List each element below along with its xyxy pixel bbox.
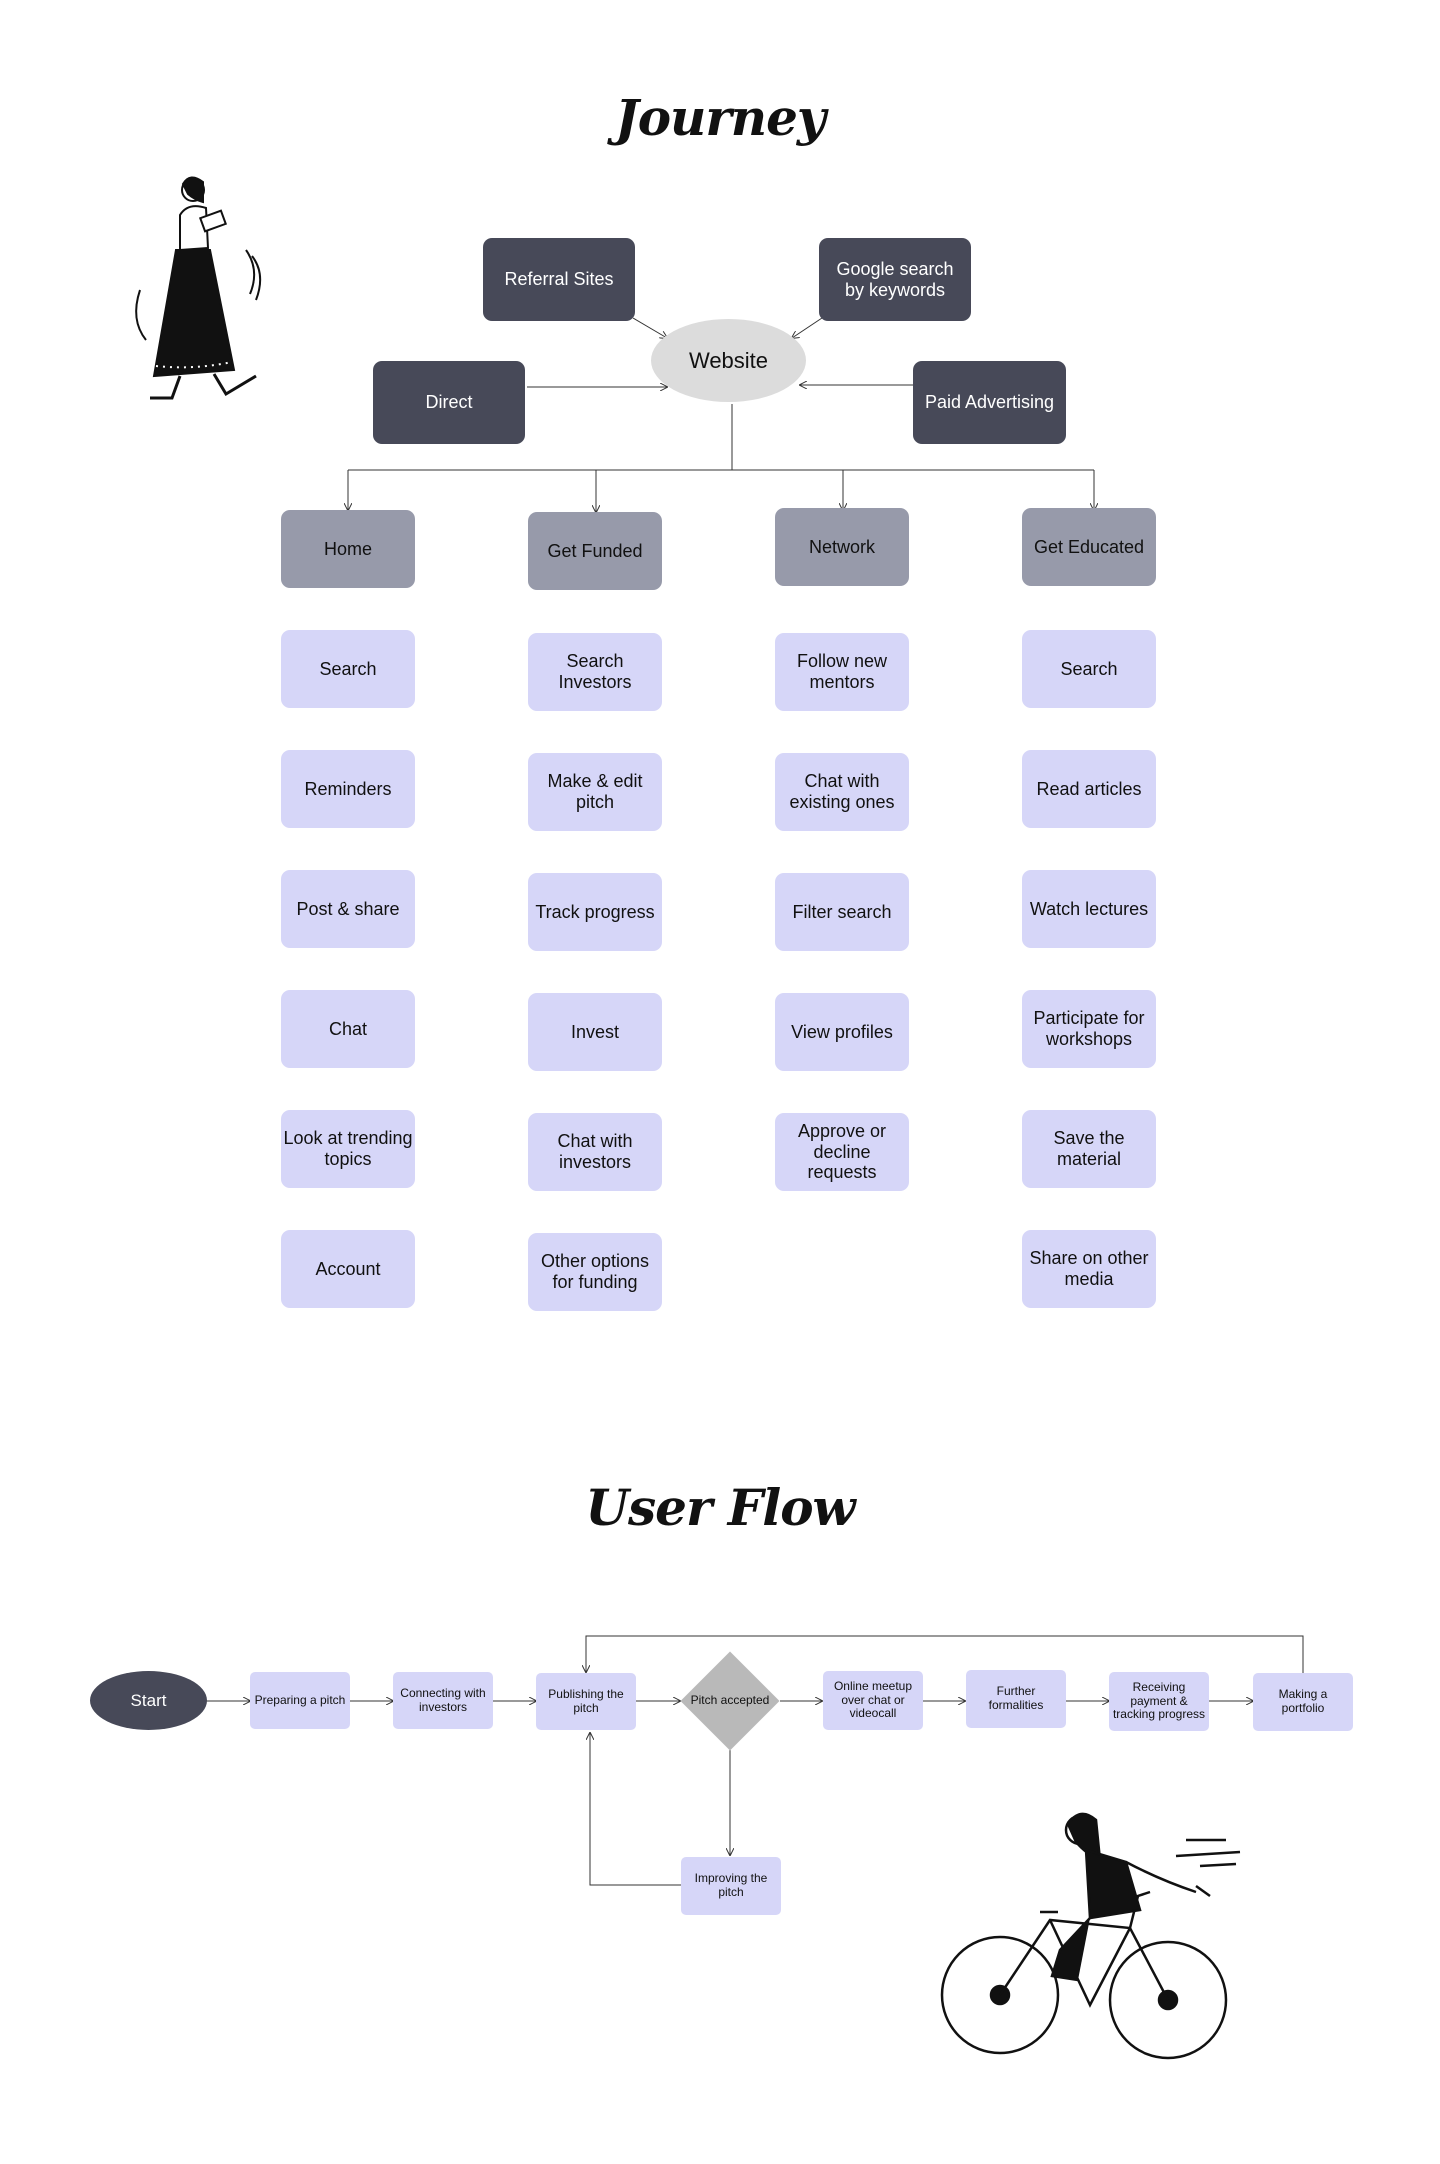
- network-item[interactable]: Filter search: [775, 873, 909, 951]
- flow-step-publishing-pitch[interactable]: Publishing the pitch: [536, 1673, 636, 1730]
- category-home[interactable]: Home: [281, 510, 415, 588]
- get-educated-item[interactable]: Read articles: [1022, 750, 1156, 828]
- source-referral-sites[interactable]: Referral Sites: [483, 238, 635, 321]
- source-direct[interactable]: Direct: [373, 361, 525, 444]
- source-paid-advertising[interactable]: Paid Advertising: [913, 361, 1066, 444]
- flow-step-receiving-payment[interactable]: Receiving payment & tracking progress: [1109, 1672, 1209, 1731]
- flow-step-further-formalities[interactable]: Further formalities: [966, 1670, 1066, 1728]
- network-item[interactable]: Follow new mentors: [775, 633, 909, 711]
- flow-step-improving-pitch[interactable]: Improving the pitch: [681, 1857, 781, 1915]
- flow-step-making-portfolio[interactable]: Making a portfolio: [1253, 1673, 1353, 1731]
- home-item[interactable]: Reminders: [281, 750, 415, 828]
- home-item[interactable]: Account: [281, 1230, 415, 1308]
- category-get-funded[interactable]: Get Funded: [528, 512, 662, 590]
- source-google-search[interactable]: Google search by keywords: [819, 238, 971, 321]
- flow-step-connecting-investors[interactable]: Connecting with investors: [393, 1672, 493, 1729]
- woman-cycling-illustration: [940, 1812, 1241, 2060]
- category-network[interactable]: Network: [775, 508, 909, 586]
- get-funded-item[interactable]: Chat with investors: [528, 1113, 662, 1191]
- network-item[interactable]: Chat with existing ones: [775, 753, 909, 831]
- get-educated-item[interactable]: Watch lectures: [1022, 870, 1156, 948]
- flow-step-preparing-pitch[interactable]: Preparing a pitch: [250, 1672, 350, 1729]
- get-funded-item[interactable]: Search Investors: [528, 633, 662, 711]
- get-funded-item[interactable]: Track progress: [528, 873, 662, 951]
- get-funded-item[interactable]: Invest: [528, 993, 662, 1071]
- get-educated-item[interactable]: Search: [1022, 630, 1156, 708]
- home-item[interactable]: Chat: [281, 990, 415, 1068]
- website-hub[interactable]: Website: [651, 319, 806, 402]
- get-educated-item[interactable]: Share on other media: [1022, 1230, 1156, 1308]
- network-item[interactable]: View profiles: [775, 993, 909, 1071]
- woman-walking-illustration: [135, 176, 262, 400]
- flow-step-online-meetup[interactable]: Online meetup over chat or videocall: [823, 1671, 923, 1730]
- get-educated-item[interactable]: Participate for workshops: [1022, 990, 1156, 1068]
- network-item[interactable]: Approve or decline requests: [775, 1113, 909, 1191]
- journey-title: Journey: [615, 88, 826, 147]
- get-educated-item[interactable]: Save the material: [1022, 1110, 1156, 1188]
- home-item[interactable]: Post & share: [281, 870, 415, 948]
- get-funded-item[interactable]: Make & edit pitch: [528, 753, 662, 831]
- get-funded-item[interactable]: Other options for funding: [528, 1233, 662, 1311]
- start-node[interactable]: Start: [90, 1671, 207, 1730]
- decision-label: Pitch accepted: [690, 1693, 770, 1708]
- category-get-educated[interactable]: Get Educated: [1022, 508, 1156, 586]
- home-item[interactable]: Look at trending topics: [281, 1110, 415, 1188]
- home-item[interactable]: Search: [281, 630, 415, 708]
- user-flow-title: User Flow: [585, 1478, 855, 1537]
